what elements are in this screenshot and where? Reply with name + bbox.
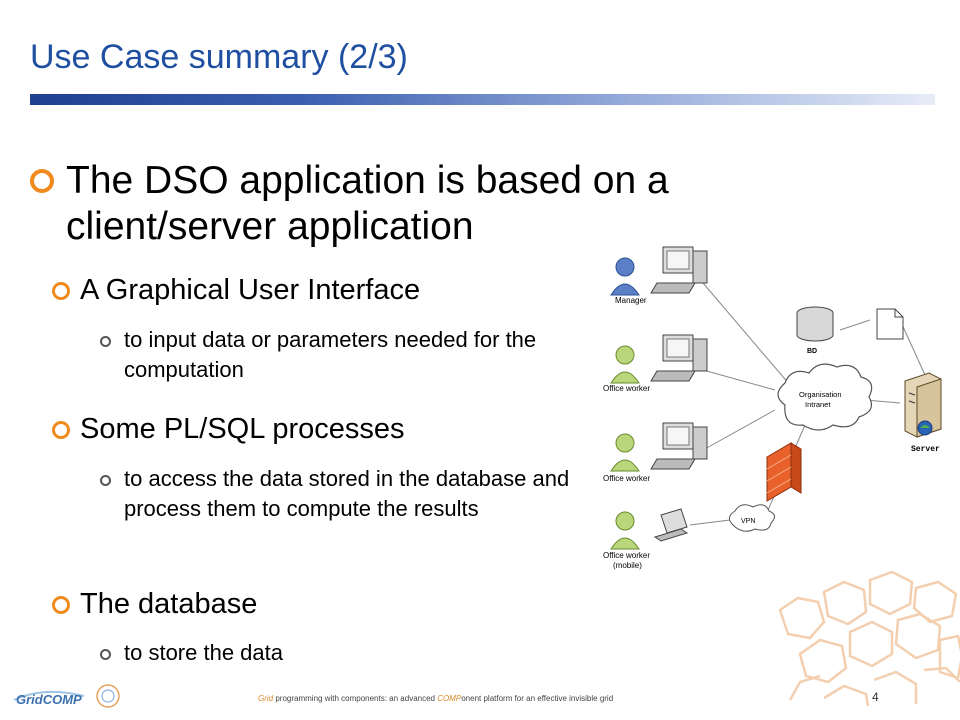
bullet-plsql-text: Some PL/SQL processes (80, 413, 405, 445)
office-worker-user-icon (610, 433, 640, 472)
footer-tagline: Grid programming with components: an adv… (258, 694, 613, 703)
manager-label: Manager (615, 296, 647, 305)
sub-bullet-database: to store the data (100, 638, 564, 668)
bullet-gui: A Graphical User Interface (52, 273, 421, 307)
main-bullet: The DSO application is based on a client… (30, 158, 750, 250)
footer-tagline-end: onent platform for an effective invisibl… (461, 694, 614, 703)
vpn-label: VPN (741, 518, 755, 525)
office-worker-label: Office worker (603, 384, 650, 393)
document-icon (876, 308, 904, 340)
bullet-marker (52, 596, 70, 614)
laptop-icon (653, 508, 689, 542)
bullet-plsql: Some PL/SQL processes (52, 412, 405, 446)
sub-bullet-plsql: to access the data stored in the databas… (100, 464, 584, 524)
bullet-database-text: The database (80, 588, 258, 620)
desktop-computer-icon (650, 334, 708, 382)
sub-bullet-plsql-text: to access the data stored in the databas… (124, 466, 570, 521)
office-worker-label: Office worker (603, 474, 650, 483)
main-bullet-text: The DSO application is based on a client… (66, 159, 669, 248)
office-worker-mobile-label: Office worker (603, 551, 650, 560)
sub-bullet-database-text: to store the data (124, 640, 283, 665)
office-worker-mobile-user-icon (610, 511, 640, 550)
slide-title: Use Case summary (2/3) (30, 38, 408, 76)
firewall-icon (766, 442, 802, 502)
desktop-computer-icon (650, 246, 708, 294)
sub-bullet-marker (100, 649, 111, 660)
server-label: Server (911, 445, 940, 454)
intranet-cloud-icon (777, 363, 873, 431)
footer-tagline-comp: COMP (437, 694, 462, 703)
bd-label: BD (807, 348, 817, 355)
bullet-marker (30, 169, 54, 193)
office-worker-mobile-sublabel: (mobile) (613, 561, 642, 570)
bullet-database: The database (52, 587, 258, 621)
sub-bullet-marker (100, 475, 111, 486)
bullet-marker (52, 282, 70, 300)
server-icon (904, 372, 942, 438)
cloud-label-line1: Organisation (799, 390, 842, 399)
database-icon (796, 306, 834, 342)
footer-tagline-mid: programming with components: an advanced (273, 694, 438, 703)
footer-tagline-grid: Grid (258, 694, 274, 703)
title-underline-bar (30, 94, 935, 105)
gridcomp-logo: GridCOMP (13, 684, 120, 708)
hexagon-pattern-decoration (778, 570, 960, 707)
network-diagram: Manager Office worker Office worker Offi… (603, 246, 942, 570)
sub-bullet-marker (100, 336, 111, 347)
logo-text: GridCOMP (16, 692, 82, 707)
bullet-gui-text: A Graphical User Interface (80, 274, 421, 306)
sub-bullet-gui-text: to input data or parameters needed for t… (124, 327, 537, 382)
cloud-label-line2: Intranet (805, 400, 831, 409)
office-worker-user-icon (610, 345, 640, 384)
manager-user-icon (610, 257, 640, 296)
page-number: 4 (872, 690, 879, 704)
bullet-marker (52, 421, 70, 439)
vpn-cloud-icon (729, 504, 775, 532)
sub-bullet-gui: to input data or parameters needed for t… (100, 325, 564, 385)
desktop-computer-icon (650, 422, 708, 470)
